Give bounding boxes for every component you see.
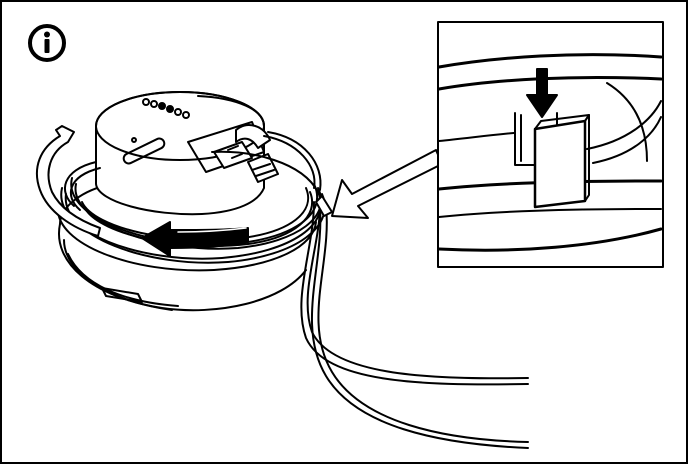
pointer-arrow-icon bbox=[332, 150, 442, 218]
rotate-counterclockwise-icon bbox=[37, 126, 100, 236]
rotate-arrow-filled bbox=[142, 222, 248, 256]
clip-detail-illustration bbox=[437, 21, 664, 268]
